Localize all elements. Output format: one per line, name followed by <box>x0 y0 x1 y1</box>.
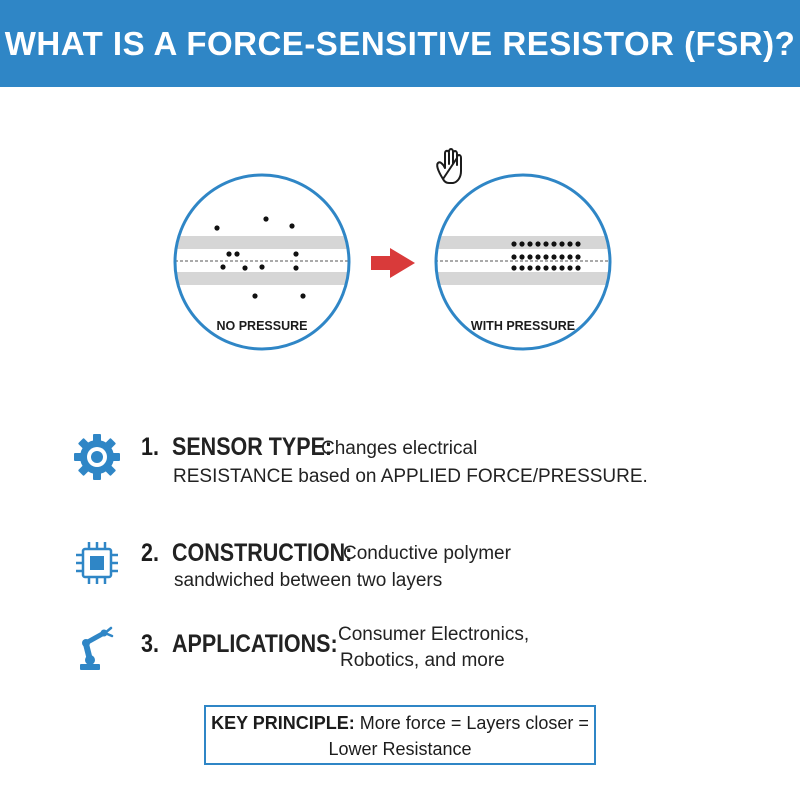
compressed-particle <box>511 254 517 260</box>
compressed-particle <box>559 241 565 247</box>
compressed-particle <box>527 241 533 247</box>
scattered-particle <box>293 265 299 271</box>
item-number: 3. <box>141 630 159 658</box>
fsr-diagram: NO PRESSURE WITH PRESSURE <box>173 148 612 351</box>
scattered-particle <box>220 264 226 270</box>
compressed-particle <box>575 265 581 271</box>
scattered-particle <box>252 293 258 299</box>
with-pressure-circle: WITH PRESSURE <box>434 173 612 351</box>
item-number: 1. <box>141 433 159 461</box>
scattered-particle <box>214 225 220 231</box>
item-text-line2: RESISTANCE based on APPLIED FORCE/PRESSU… <box>173 466 648 487</box>
bottom-layer <box>175 272 349 285</box>
compressed-particle <box>535 241 541 247</box>
gear-icon <box>74 434 120 480</box>
compressed-particle <box>575 254 581 260</box>
scattered-particle <box>242 265 248 271</box>
key-principle-text-line1: More force = Layers closer = <box>359 713 589 733</box>
item-text-line2: Robotics, and more <box>340 650 505 671</box>
hand-icon <box>436 148 462 184</box>
compressed-particle <box>519 241 525 247</box>
top-layer <box>436 236 610 249</box>
scattered-particle <box>263 216 269 222</box>
compressed-particle <box>543 254 549 260</box>
chip-icon <box>76 542 118 584</box>
item-sensor-type: 1. SENSOR TYPE: Changes electrical RESIS… <box>0 430 800 490</box>
item-construction: 2. CONSTRUCTION: Conductive polymer sand… <box>0 536 800 596</box>
compressed-particle <box>559 265 565 271</box>
compressed-particle <box>535 254 541 260</box>
item-text-line2: sandwiched between two layers <box>174 570 443 591</box>
item-applications: 3. APPLICATIONS: Consumer Electronics, R… <box>0 622 800 682</box>
no-pressure-label: NO PRESSURE <box>217 319 308 333</box>
item-text-line1: Changes electrical <box>321 438 478 459</box>
item-heading: CONSTRUCTION: <box>172 539 353 567</box>
with-pressure-label: WITH PRESSURE <box>471 319 575 333</box>
no-pressure-circle: NO PRESSURE <box>173 173 351 351</box>
scattered-particle <box>226 251 232 257</box>
bottom-layer <box>436 272 610 285</box>
key-principle-label: KEY PRINCIPLE: <box>211 713 355 733</box>
compressed-particle <box>527 265 533 271</box>
compressed-particle <box>559 254 565 260</box>
item-text-line1: Consumer Electronics, <box>338 624 530 645</box>
compressed-particle <box>551 265 557 271</box>
transition-arrow <box>371 248 415 278</box>
compressed-particle <box>567 241 573 247</box>
top-layer <box>175 236 349 249</box>
scattered-particle <box>259 264 265 270</box>
scattered-particle <box>289 223 295 229</box>
compressed-particle <box>575 241 581 247</box>
compressed-particle <box>543 265 549 271</box>
compressed-particle <box>551 241 557 247</box>
key-principle-box: KEY PRINCIPLE: More force = Layers close… <box>204 705 596 765</box>
key-principle-text-line2: Lower Resistance <box>328 739 472 759</box>
compressed-particle <box>519 254 525 260</box>
item-number: 2. <box>141 539 159 567</box>
item-heading: APPLICATIONS: <box>172 630 338 658</box>
scattered-particle <box>300 293 306 299</box>
compressed-particle <box>551 254 557 260</box>
compressed-particle <box>511 265 517 271</box>
compressed-particle <box>567 254 573 260</box>
compressed-particle <box>543 241 549 247</box>
robot-arm-icon <box>80 626 114 670</box>
title-banner: WHAT IS A FORCE-SENSITIVE RESISTOR (FSR)… <box>0 0 800 87</box>
compressed-particle <box>511 241 517 247</box>
scattered-particle <box>293 251 299 257</box>
page-title: WHAT IS A FORCE-SENSITIVE RESISTOR (FSR)… <box>4 24 796 62</box>
scattered-particle <box>234 251 240 257</box>
compressed-particle <box>535 265 541 271</box>
item-heading: SENSOR TYPE: <box>172 433 333 461</box>
scattered-particles <box>214 216 306 299</box>
item-text-line1: Conductive polymer <box>343 543 511 564</box>
compressed-particle <box>527 254 533 260</box>
compressed-particle <box>519 265 525 271</box>
compressed-particles <box>511 241 581 271</box>
compressed-particle <box>567 265 573 271</box>
